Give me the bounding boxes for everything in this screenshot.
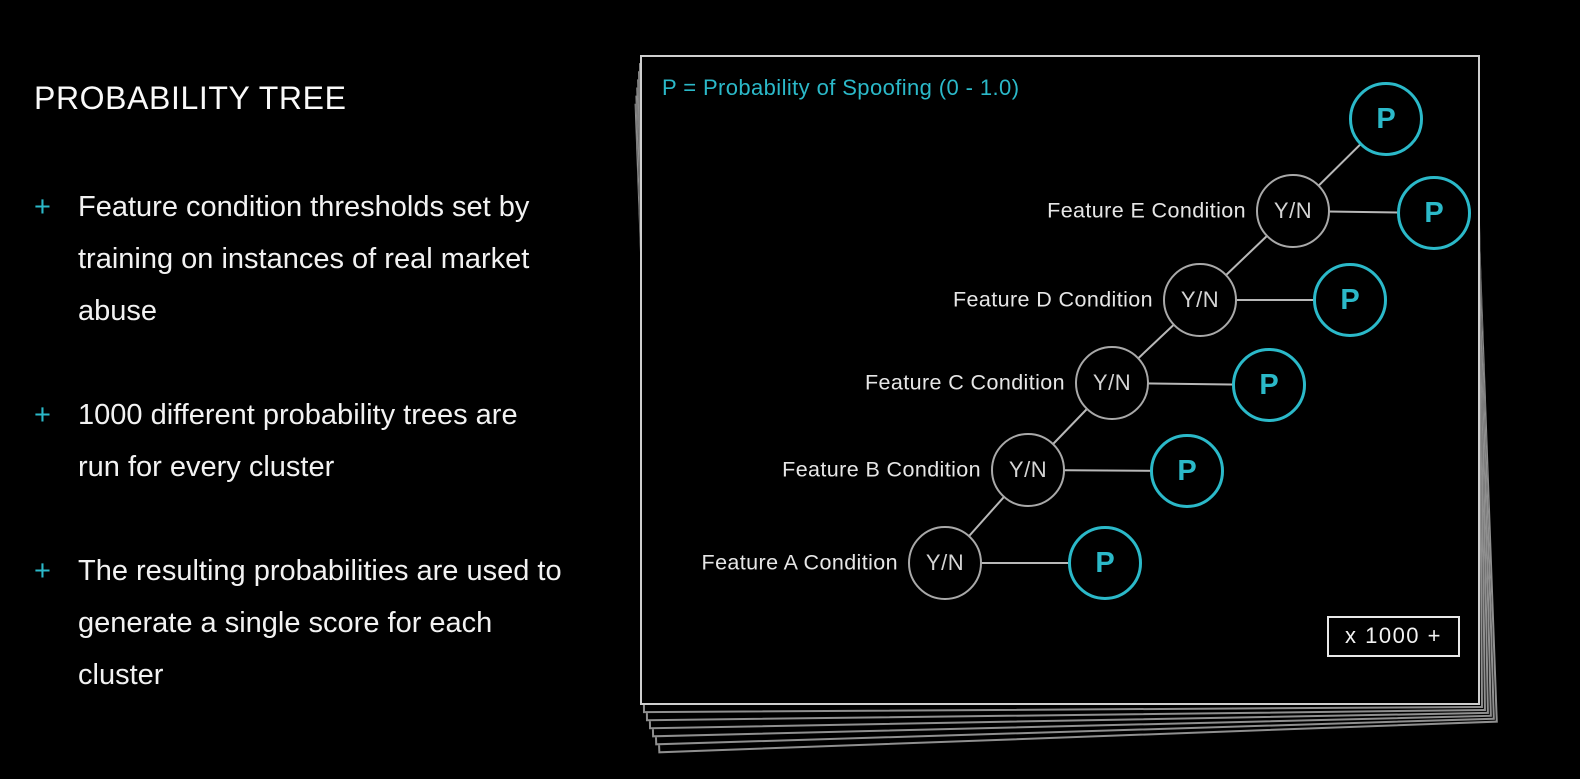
- page-title: PROBABILITY TREE: [34, 80, 347, 116]
- feature-row-label: Feature B Condition: [782, 457, 981, 482]
- multiplier-badge: x 1000 +: [1326, 616, 1460, 657]
- bullet-text: 1000 different probability trees are run…: [78, 399, 518, 483]
- p-node: P: [1313, 263, 1387, 337]
- feature-row-label: Feature D Condition: [952, 287, 1153, 312]
- yn-node: Y/N: [991, 433, 1065, 507]
- tree-panel-stack: P = Probability of Spoofing (0 - 1.0) Fe…: [634, 55, 1498, 754]
- legend-text: P = Probability of Spoofing (0 - 1.0): [662, 75, 1020, 100]
- yn-node: Y/N: [1163, 263, 1237, 337]
- yn-node: Y/N: [1075, 346, 1149, 420]
- bullet-text: The resulting probabilities are used to …: [78, 555, 562, 691]
- yn-node: Y/N: [908, 526, 982, 600]
- feature-row-label: Feature A Condition: [701, 550, 898, 575]
- bullet-item: + 1000 different probability trees are r…: [34, 389, 624, 493]
- p-node: P: [1068, 526, 1142, 600]
- bullet-item: + The resulting probabilities are used t…: [34, 545, 624, 701]
- bullet-text: Feature condition thresholds set by trai…: [78, 191, 530, 327]
- feature-row-label: Feature C Condition: [864, 370, 1065, 395]
- yn-node: Y/N: [1256, 174, 1330, 248]
- p-node-top: P: [1349, 82, 1423, 156]
- bullet-list: + Feature condition thresholds set by tr…: [34, 181, 624, 701]
- left-text-column: PROBABILITY TREE + Feature condition thr…: [34, 80, 624, 753]
- p-node: P: [1232, 348, 1306, 422]
- plus-marker: +: [34, 191, 51, 223]
- plus-marker: +: [34, 555, 51, 587]
- p-node: P: [1150, 434, 1224, 508]
- bullet-item: + Feature condition thresholds set by tr…: [34, 181, 624, 337]
- tree-panel: P = Probability of Spoofing (0 - 1.0) Fe…: [640, 55, 1480, 705]
- p-node: P: [1397, 176, 1471, 250]
- plus-marker: +: [34, 399, 51, 431]
- feature-row-label: Feature E Condition: [1047, 198, 1246, 223]
